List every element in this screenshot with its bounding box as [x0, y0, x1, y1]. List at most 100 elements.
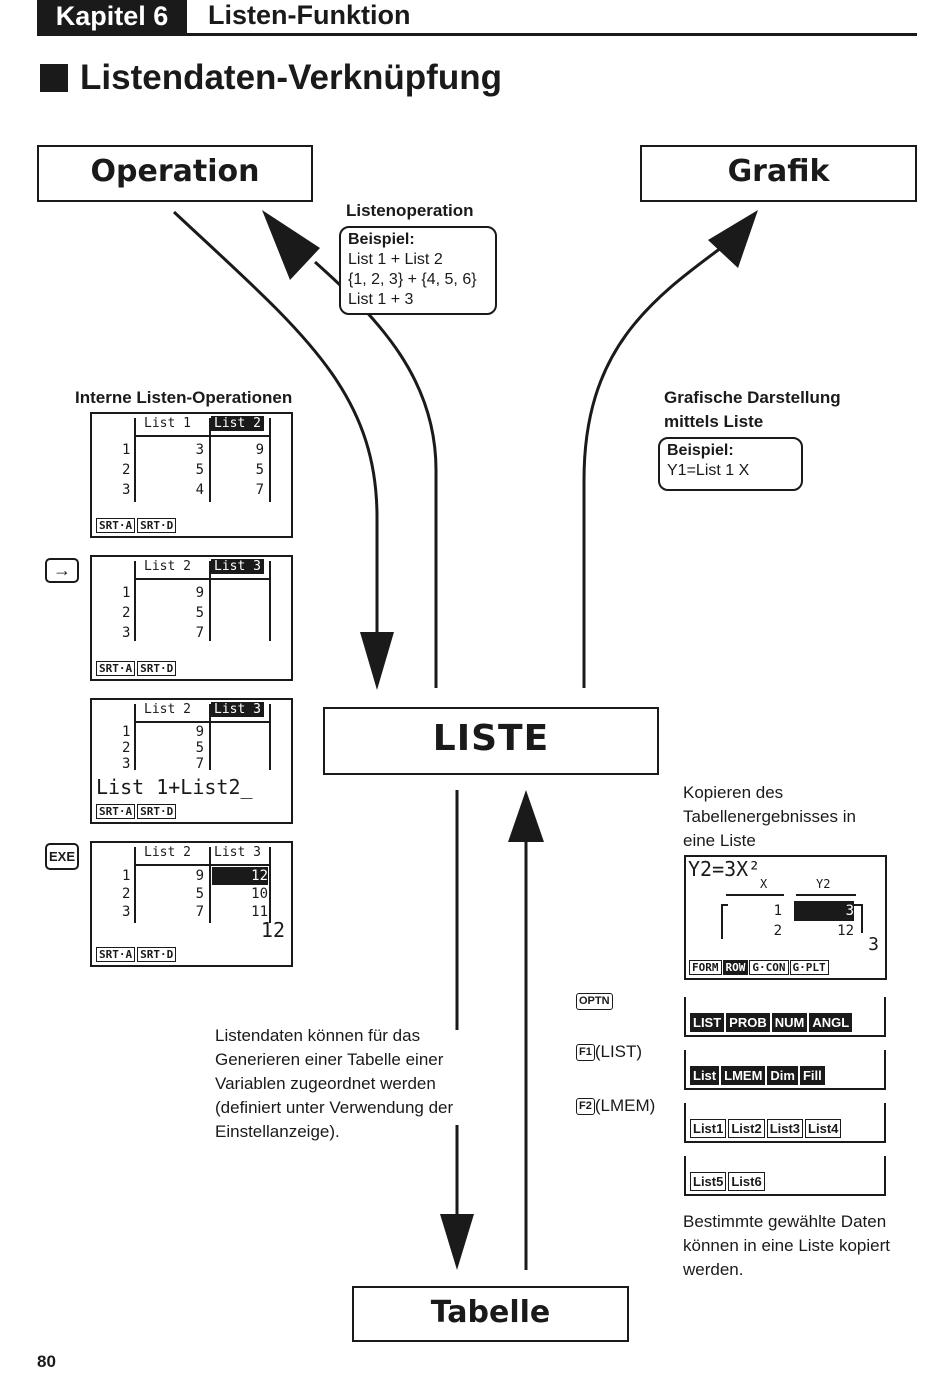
f1-key-label: (LIST) — [594, 1042, 643, 1061]
cell-value: 7 — [255, 482, 264, 498]
selected-text-3: werden. — [683, 1260, 744, 1279]
table-x-value: 2 — [773, 923, 782, 939]
menu-item-prob: PROB — [726, 1013, 770, 1032]
fkey-srt-a: SRT·A — [96, 518, 136, 533]
row-index: 2 — [122, 740, 131, 756]
example-line-1: List 1 + List 2 — [348, 251, 443, 268]
screen-1-header-2: List 2 — [211, 416, 264, 431]
exe-key-icon: EXE — [45, 843, 79, 870]
cell-value: 9 — [195, 585, 204, 601]
cell-value: 7 — [195, 904, 204, 920]
table-screen: Y2=3X² X Y2 1 2 3 12 3 FORM ROW G·CON G·… — [684, 855, 887, 980]
table-header-y: Y2 — [816, 877, 831, 891]
fkey-g-con: G·CON — [749, 960, 789, 975]
arrowhead-operation — [262, 210, 320, 280]
row-index: 2 — [122, 462, 131, 478]
screen-4-header-1: List 2 — [144, 845, 191, 860]
screen-3-input-line: List 1+List2_ — [96, 775, 253, 799]
optn-key-icon: OPTN — [576, 993, 613, 1011]
row-index: 2 — [122, 605, 131, 621]
cell-value: 10 — [251, 886, 268, 902]
menu-item-list4: List4 — [805, 1119, 842, 1138]
screen-1-header-1: List 1 — [144, 416, 191, 431]
grafik-box: Grafik — [640, 145, 917, 202]
table-text-5: Einstellanzeige). — [215, 1122, 340, 1141]
table-result: 3 — [868, 934, 879, 955]
menu-item-dim: Dim — [767, 1066, 798, 1085]
table-text-2: Generieren einer Tabelle einer — [215, 1050, 444, 1069]
screen-3: List 2 List 3 1 2 3 9 5 7 List 1+List2_ … — [90, 698, 293, 824]
operation-to-liste-line — [172, 210, 379, 640]
table-x-value: 1 — [773, 903, 782, 919]
section-title: Listendaten-Verknüpfung — [80, 58, 502, 97]
row-index: 1 — [122, 585, 131, 601]
selected-text-2: können in eine Liste kopiert — [683, 1236, 890, 1255]
graph-title-line1: Grafische Darstellung — [664, 388, 841, 407]
cell-value: 9 — [195, 868, 204, 884]
table-y-value: 12 — [837, 923, 854, 939]
screen-4: List 2 List 3 1 2 3 9 5 7 12 10 11 12 SR… — [90, 841, 293, 967]
page-number: 80 — [37, 1352, 56, 1371]
row-index: 3 — [122, 756, 131, 772]
fkey-srt-d: SRT·D — [137, 661, 177, 676]
table-y-selected: 3 — [794, 901, 854, 921]
row-index: 1 — [122, 868, 131, 884]
liste-to-operation-line — [314, 260, 438, 688]
menu-item-num: NUM — [771, 1013, 808, 1032]
fkey-srt-a: SRT·A — [96, 661, 136, 676]
screen-4-result: 12 — [260, 918, 285, 942]
cell-value: 7 — [195, 756, 204, 772]
screen-1: List 1 List 2 1 2 3 3 5 4 9 5 7 SRT·A SR… — [90, 412, 293, 538]
f1-key-icon: F1 — [576, 1044, 595, 1062]
cell-value: 5 — [195, 605, 204, 621]
arrowhead-grafik — [708, 210, 758, 268]
example-line-2: {1, 2, 3} + {4, 5, 6} — [348, 271, 477, 288]
list-operation-title: Listenoperation — [346, 201, 474, 220]
table-function: Y2=3X² — [688, 857, 761, 881]
list-operation-example: Beispiel: List 1 + List 2 {1, 2, 3} + {4… — [339, 226, 497, 315]
example-label: Beispiel: — [348, 231, 415, 248]
menu-item-list2: List2 — [728, 1119, 765, 1138]
row-index: 2 — [122, 886, 131, 902]
cell-value: 5 — [195, 462, 204, 478]
chapter-title: Listen-Funktion — [208, 0, 411, 30]
right-arrow-key-icon: → — [45, 558, 79, 583]
cell-value: 5 — [255, 462, 264, 478]
menu-item-list3: List3 — [766, 1119, 804, 1138]
copy-text-2: Tabellenergebnisses in — [683, 807, 856, 826]
cell-value: 3 — [195, 442, 204, 458]
copy-text-3: eine Liste — [683, 831, 756, 850]
cell-value: 11 — [251, 904, 268, 920]
menu-item-lmem: LMEM — [721, 1066, 766, 1085]
copy-text-1: Kopieren des — [683, 783, 784, 802]
menu-item-fill: Fill — [799, 1066, 825, 1085]
fkey-row: ROW — [722, 960, 749, 975]
menu-item-list: List — [690, 1066, 720, 1085]
menu-optn: LIST PROB NUM ANGL — [684, 997, 886, 1037]
chapter-label: Kapitel 6 — [37, 0, 187, 33]
screen-2-header-1: List 2 — [144, 559, 191, 574]
example-line-3: List 1 + 3 — [348, 291, 414, 308]
selected-text-1: Bestimmte gewählte Daten — [683, 1212, 887, 1231]
menu-item-list5: List5 — [690, 1172, 727, 1191]
screen-3-header-1: List 2 — [144, 702, 191, 717]
selected-cell-value: 12 — [212, 867, 268, 885]
fkey-g-plt: G·PLT — [789, 960, 829, 975]
section-square-icon — [40, 64, 68, 92]
graph-example: Beispiel: Y1=List 1 X — [658, 437, 803, 491]
graph-title-line2: mittels Liste — [664, 412, 764, 431]
row-index: 3 — [122, 625, 131, 641]
tabelle-box: Tabelle — [352, 1286, 629, 1342]
graph-example-text: Y1=List 1 X — [667, 462, 750, 479]
menu-list: List LMEM Dim Fill — [684, 1050, 886, 1090]
cell-value: 9 — [255, 442, 264, 458]
row-index: 1 — [122, 442, 131, 458]
table-header-x: X — [760, 877, 768, 891]
table-text-1: Listendaten können für das — [215, 1026, 421, 1045]
fkey-srt-d: SRT·D — [137, 518, 177, 533]
menu-item-list: LIST — [690, 1013, 725, 1032]
row-index: 1 — [122, 724, 131, 740]
f2-key-icon: F2 — [576, 1098, 595, 1116]
liste-box: LISTE — [323, 707, 659, 775]
